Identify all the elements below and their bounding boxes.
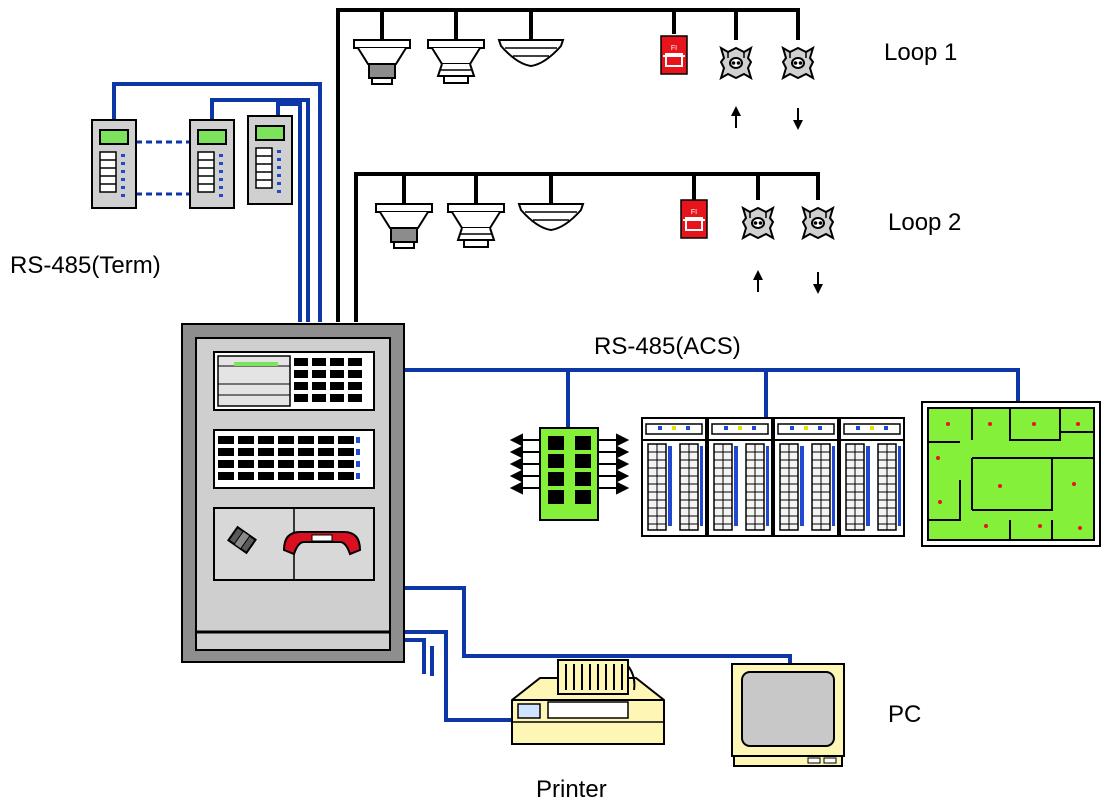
loop-2-label: Loop 2	[888, 209, 961, 236]
repeater-terminal-icon	[189, 119, 235, 209]
loop-1-wire	[336, 8, 800, 322]
io-module-icon	[742, 207, 774, 239]
repeater-terminal-icon	[91, 119, 137, 209]
mimic-map-icon	[921, 401, 1101, 547]
heat-detector-icon	[427, 39, 485, 84]
loop-2-wire	[354, 172, 820, 322]
io-module-icon	[782, 47, 814, 79]
fire-control-panel-icon	[181, 323, 405, 663]
heat-detector-icon	[447, 203, 505, 248]
rs485-term-bus	[112, 82, 322, 322]
pc-label: PC	[888, 701, 921, 728]
loop-1-label: Loop 1	[884, 39, 957, 66]
io-module-icon	[720, 47, 752, 79]
sounder-detector-icon	[518, 203, 584, 231]
key-switch-icon	[227, 525, 257, 555]
printer-icon	[511, 659, 665, 745]
repeater-terminal-icon	[247, 115, 293, 205]
acs-cabinet-icon	[773, 417, 839, 537]
acs-cabinet-icon	[839, 417, 905, 537]
sounder-detector-icon	[498, 39, 564, 67]
terminal-link-lines	[136, 140, 190, 196]
call-point-label: FI	[691, 209, 697, 216]
pc-printer-cables	[404, 586, 792, 722]
acs-cabinet-icon	[707, 417, 773, 537]
rs485-acs-bus	[404, 368, 1020, 428]
printer-label: Printer	[536, 776, 607, 803]
manual-call-point-icon: FI	[660, 35, 688, 75]
manual-call-point-icon: FI	[680, 199, 708, 239]
acs-cabinet-icon	[641, 417, 707, 537]
relay-board-icon	[509, 427, 630, 521]
rs485-acs-label: RS-485(ACS)	[594, 333, 741, 360]
telephone-handset-icon	[282, 531, 362, 556]
rs485-term-label: RS-485(Term)	[10, 252, 161, 279]
call-point-label: FI	[671, 45, 677, 52]
pc-monitor-icon	[731, 663, 845, 767]
io-module-icon	[802, 207, 834, 239]
smoke-detector-icon	[375, 203, 433, 249]
smoke-detector-icon	[353, 39, 411, 85]
